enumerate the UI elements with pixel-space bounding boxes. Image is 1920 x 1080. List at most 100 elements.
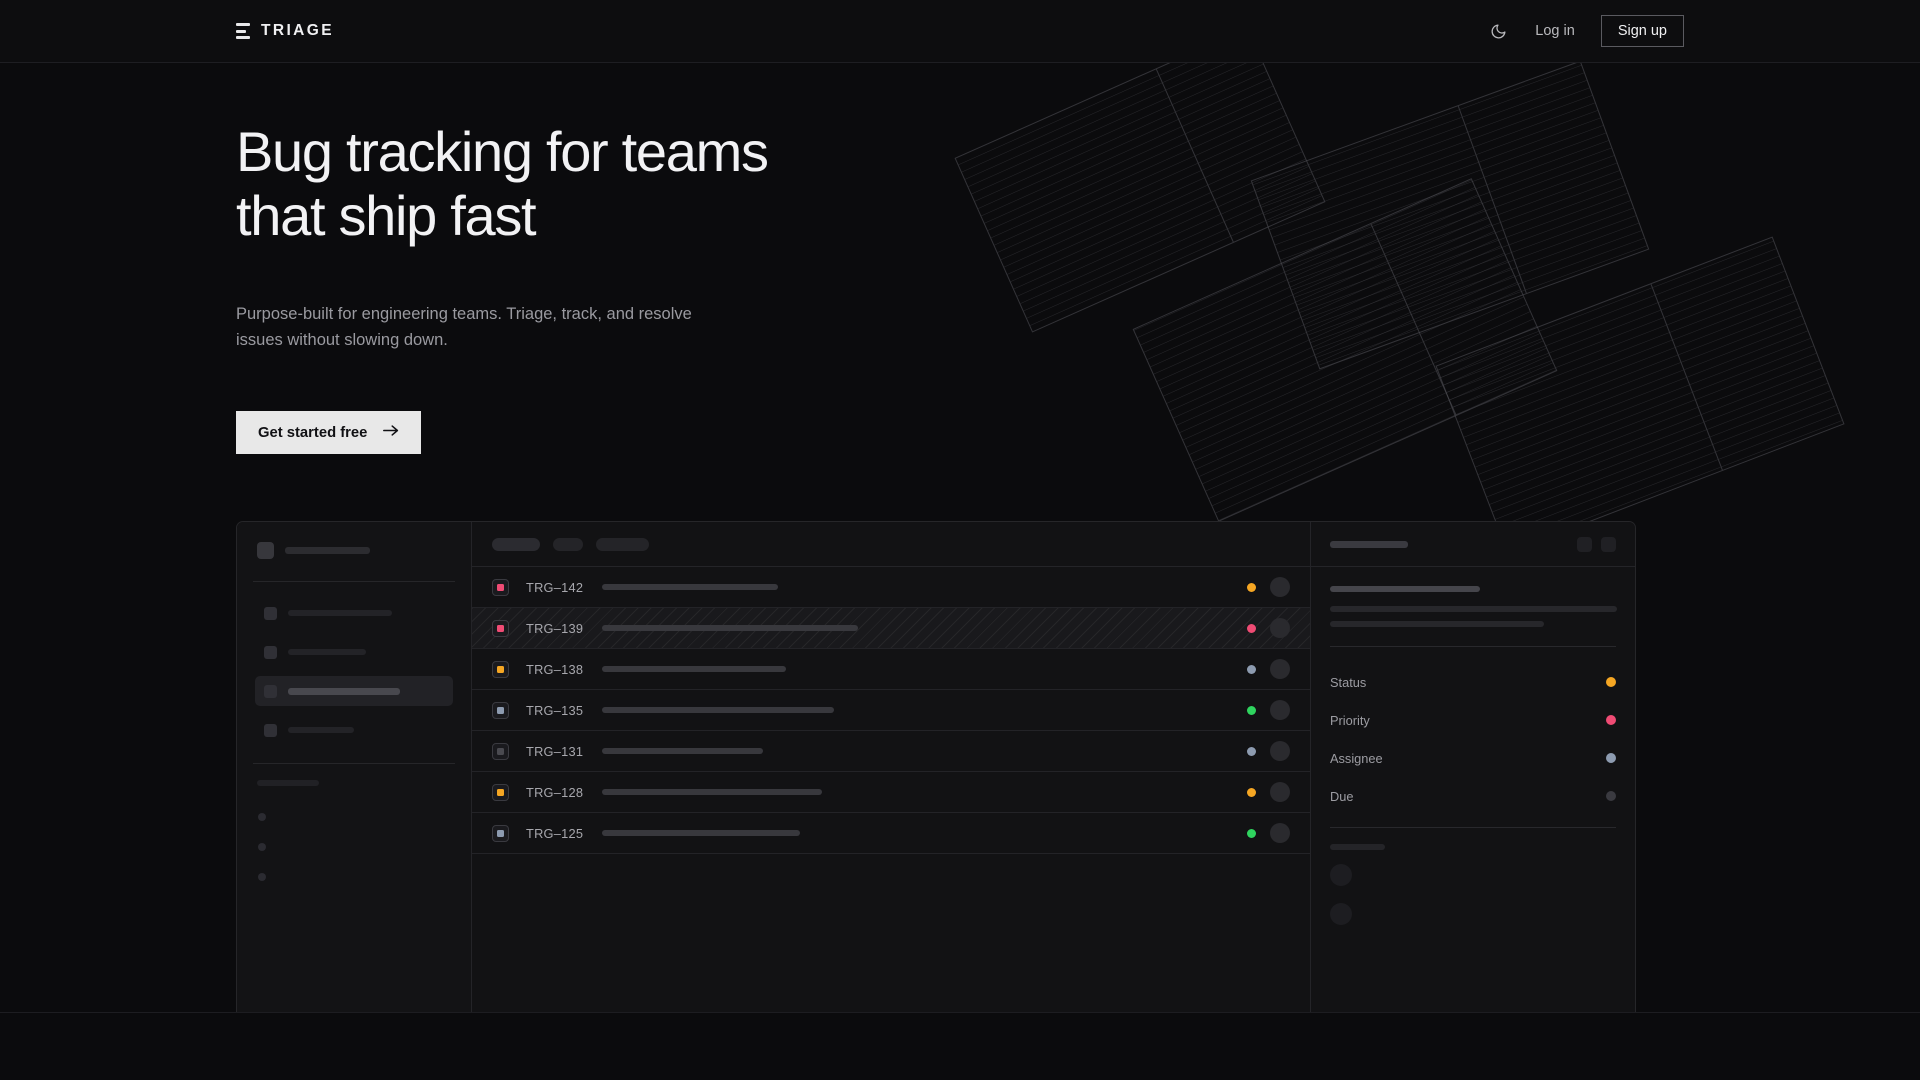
activity-section-label-placeholder — [1330, 844, 1385, 850]
arrow-right-icon — [383, 424, 399, 441]
sidebar-item-label-placeholder — [288, 687, 400, 695]
signup-button[interactable]: Sign up — [1600, 15, 1684, 47]
issue-row[interactable]: TRG–128 — [472, 772, 1310, 813]
activity-avatar-1 — [1330, 864, 1352, 886]
detail-divider-1 — [1330, 646, 1616, 647]
sidebar-sub-item-2[interactable] — [255, 832, 453, 862]
decor-shape-3 — [1132, 178, 1558, 522]
detail-action-button-2[interactable] — [1601, 536, 1616, 552]
status-dot — [1247, 582, 1256, 592]
page-title: Bug tracking for teams that ship fast — [236, 120, 769, 248]
login-link[interactable]: Log in — [1535, 23, 1575, 39]
top-navigation-bar: TRIAGE Log in Sign up — [0, 0, 1920, 63]
priority-icon — [492, 619, 509, 637]
sidebar-item-label-placeholder — [288, 610, 392, 616]
avatar — [1270, 577, 1290, 597]
sidebar-item-label-placeholder — [288, 649, 366, 655]
priority-icon — [492, 783, 509, 801]
decor-shape-2 — [1250, 60, 1650, 370]
decor-shape-4 — [1435, 236, 1845, 554]
toolbar-chip-1[interactable] — [492, 537, 540, 551]
brand-name: TRIAGE — [261, 22, 334, 39]
sidebar-item-2[interactable] — [255, 637, 453, 667]
mockup-sidebar — [237, 522, 472, 1012]
sidebar-sub-item-1[interactable] — [255, 802, 453, 832]
status-dot — [1247, 787, 1256, 797]
detail-meta-row[interactable]: Priority — [1330, 701, 1616, 739]
issue-title-placeholder — [602, 666, 786, 672]
sidebar-item-1[interactable] — [255, 598, 453, 628]
issue-row[interactable]: TRG–131 — [472, 731, 1310, 772]
issue-title-placeholder — [602, 830, 800, 836]
sidebar-divider-bottom — [253, 763, 455, 764]
issue-list-toolbar — [472, 522, 1310, 567]
detail-meta-label: Priority — [1330, 712, 1370, 728]
detail-meta-dot — [1606, 791, 1616, 801]
triage-bars-icon — [236, 23, 250, 39]
avatar — [1270, 782, 1290, 802]
detail-header-title-placeholder — [1330, 540, 1408, 548]
issue-row-meta — [1247, 659, 1310, 679]
hero-section: Bug tracking for teams that ship fast Pu… — [236, 120, 769, 455]
workspace-avatar-placeholder — [257, 542, 274, 559]
get-started-button[interactable]: Get started free — [236, 411, 422, 455]
priority-icon — [492, 660, 509, 678]
detail-meta-label: Due — [1330, 788, 1354, 804]
detail-desc-line-2 — [1330, 621, 1544, 627]
issue-row[interactable]: TRG–139 — [472, 608, 1310, 649]
issue-row-meta — [1247, 823, 1310, 843]
issue-row[interactable]: TRG–135 — [472, 690, 1310, 731]
sidebar-item-icon — [264, 606, 277, 620]
detail-panel-header — [1311, 522, 1635, 567]
detail-meta-row[interactable]: Status — [1330, 663, 1616, 701]
sidebar-item-label-placeholder — [288, 727, 354, 733]
issue-id: TRG–135 — [526, 702, 584, 718]
detail-meta-row[interactable]: Due — [1330, 777, 1616, 815]
avatar — [1270, 741, 1290, 761]
issue-row-meta — [1247, 782, 1310, 802]
issue-row[interactable]: TRG–142 — [472, 567, 1310, 608]
brand-logo[interactable]: TRIAGE — [236, 22, 334, 40]
status-dot — [1247, 664, 1256, 674]
workspace-name-placeholder — [285, 547, 370, 554]
priority-icon — [492, 742, 509, 760]
issue-title-placeholder — [602, 584, 778, 590]
issue-id: TRG–131 — [526, 743, 584, 759]
issue-row-meta — [1247, 700, 1310, 720]
detail-divider-2 — [1330, 827, 1616, 828]
issue-row[interactable]: TRG–125 — [472, 813, 1310, 854]
status-dot — [1247, 705, 1256, 715]
activity-avatar-2 — [1330, 903, 1352, 925]
avatar — [1270, 618, 1290, 638]
sidebar-item-4[interactable] — [255, 715, 453, 745]
toolbar-chip-2[interactable] — [553, 537, 583, 551]
issue-title-placeholder — [602, 625, 858, 631]
status-dot — [1247, 828, 1256, 838]
detail-action-button-1[interactable] — [1577, 536, 1592, 552]
hero-subtitle: Purpose-built for engineering teams. Tri… — [236, 304, 692, 350]
detail-meta-label: Status — [1330, 674, 1367, 690]
nav-actions: Log in Sign up — [1487, 15, 1684, 47]
issue-row[interactable]: TRG–138 — [472, 649, 1310, 690]
moon-icon[interactable] — [1487, 20, 1509, 42]
detail-desc-line-1 — [1330, 606, 1617, 612]
issue-title-placeholder — [602, 789, 822, 795]
page-bottom-divider — [0, 1012, 1920, 1013]
sidebar-item-3-active[interactable] — [255, 676, 453, 706]
avatar — [1270, 823, 1290, 843]
issue-id: TRG–128 — [526, 784, 584, 800]
detail-meta-row[interactable]: Assignee — [1330, 739, 1616, 777]
toolbar-chip-3[interactable] — [596, 537, 649, 551]
detail-meta-dot — [1606, 715, 1616, 725]
sidebar-sub-item-3[interactable] — [255, 862, 453, 892]
headline-line-2: that ship fast — [236, 183, 537, 247]
issue-id: TRG–138 — [526, 661, 584, 677]
issue-row-meta — [1247, 618, 1310, 638]
sidebar-workspace-switcher[interactable] — [255, 542, 453, 559]
issue-id: TRG–142 — [526, 579, 584, 595]
